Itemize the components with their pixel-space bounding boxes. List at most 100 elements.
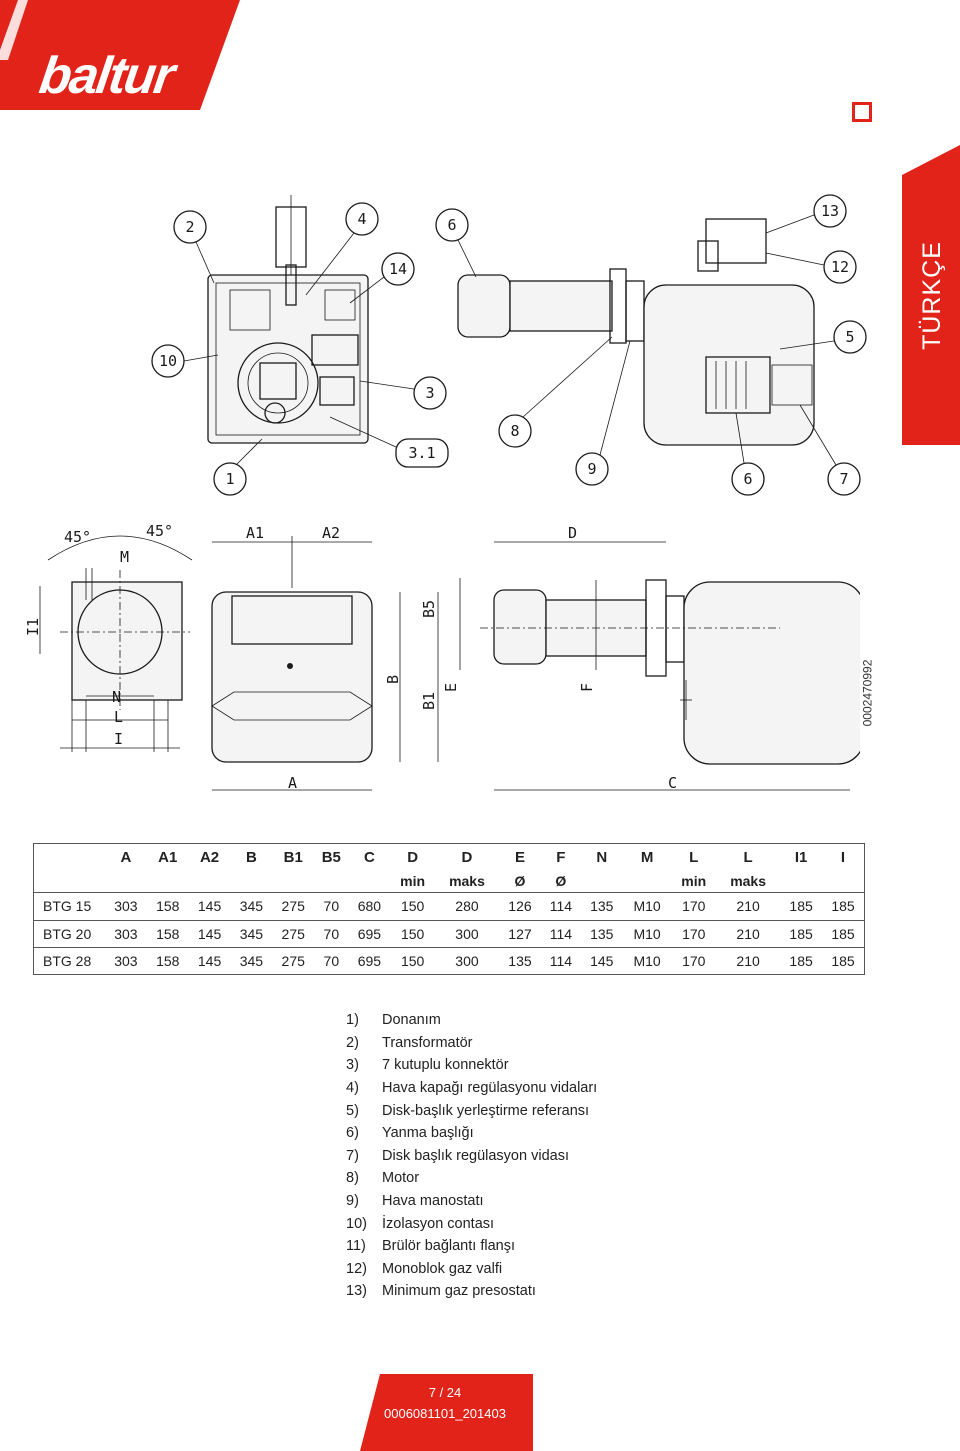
table-cell: 345 (230, 920, 273, 948)
table-header-cell: E (514, 848, 525, 866)
table-cell: 680 (348, 892, 391, 921)
table-cell: 185 (789, 952, 813, 969)
callout-5: 5 (779, 320, 867, 354)
table-cell: 170 (671, 892, 717, 921)
table-header-cell: min (390, 870, 435, 894)
table-header-cell: maks (434, 870, 500, 894)
language-label: TÜRKÇE (917, 240, 946, 350)
table-cell: M10 (622, 920, 672, 948)
svg-text:F: F (578, 683, 596, 692)
table-cell: 145 (197, 952, 222, 969)
table-cell: 126 (499, 892, 541, 921)
dimension-spec-table: A A1 A2 B B1 B5 C D D E F N M L L I1 I (33, 843, 865, 975)
svg-text:3: 3 (425, 384, 434, 402)
table-header-cell: Ø (540, 870, 581, 894)
footer-tab (360, 1374, 533, 1451)
table-header-cell: F (556, 848, 566, 866)
table-cell: 185 (822, 920, 864, 948)
corner-square-mark (852, 102, 872, 122)
table-header-cell: Ø (499, 870, 541, 894)
table-header-cell (105, 870, 147, 894)
table-cell: 275 (281, 952, 305, 969)
burner-component-drawing: 2 4 14 6 10 3 3.1 1 8 9 6 7 13 12 5 (151, 194, 867, 496)
table-cell: 145 (590, 952, 614, 969)
list-item: 3)7 kutuplu konnektör (346, 1057, 509, 1074)
table-header-cell: B1 (283, 848, 303, 866)
table-header-cell: L (743, 848, 753, 866)
svg-text:A2: A2 (322, 524, 340, 542)
table-cell: 70 (314, 920, 349, 948)
table-header-cell: I1 (794, 848, 808, 866)
component-legend: 1)Donanım 2)Transformatör 3)7 kutuplu ko… (346, 1009, 766, 1303)
svg-text:6: 6 (743, 470, 752, 488)
svg-text:8: 8 (510, 422, 519, 440)
language-tab (902, 145, 960, 445)
svg-text:2: 2 (185, 218, 194, 236)
logo-banner (0, 0, 240, 110)
table-header-cell (780, 870, 822, 894)
list-item: 8)Motor (346, 1170, 420, 1187)
table-header-cell: M (640, 848, 654, 866)
table-cell: 185 (822, 892, 864, 921)
table-row: BTG 20 303 158 145 345 275 70 695 150 30… (34, 920, 864, 948)
table-header-cell: B5 (321, 848, 341, 866)
callout-12: 12 (765, 250, 857, 284)
list-item: 6)Yanma başlığı (346, 1125, 474, 1142)
table-header-cell: N (596, 848, 608, 866)
table-cell: 210 (716, 892, 781, 921)
table-cell: 145 (188, 920, 231, 948)
page-number: 7 / 24 (428, 1385, 462, 1400)
table-header-cell: min (671, 870, 717, 894)
table-cell: 275 (272, 920, 315, 948)
table-cell: 695 (357, 952, 382, 969)
list-item: 7)Disk başlık regülasyon vidası (346, 1147, 569, 1164)
callout-1: 1 (213, 438, 263, 496)
table-cell: 303 (105, 892, 147, 921)
table-cell: 303 (114, 952, 138, 969)
list-item: 13)Minimum gaz presostatı (346, 1283, 536, 1300)
table-cell: 114 (549, 952, 573, 969)
side-body-view: E F D C (442, 524, 860, 792)
table-header-cell (314, 870, 349, 894)
svg-text:9: 9 (587, 460, 596, 478)
table-header-cell (34, 870, 105, 894)
table-cell: 345 (230, 892, 273, 921)
table-header-cell (146, 870, 189, 894)
svg-text:3.1: 3.1 (408, 444, 435, 462)
table-cell: 150 (400, 952, 425, 969)
brand-logo: baltur (35, 47, 177, 105)
table-cell: 303 (105, 920, 147, 948)
model-cell: BTG 15 (34, 892, 105, 921)
callout-3: 3 (359, 376, 447, 410)
table-cell: 275 (272, 892, 315, 921)
model-cell: BTG 28 (43, 952, 92, 969)
dimension-drawing: 45° 45° M I1 N L I A1 A2 A B B1 B5 (24, 522, 860, 792)
table-header-cell (230, 870, 273, 894)
svg-text:7: 7 (839, 470, 848, 488)
svg-text:5: 5 (845, 328, 854, 346)
callout-3-1: 3.1 (329, 416, 449, 468)
table-cell: 210 (716, 920, 781, 948)
table-cell: 114 (540, 920, 581, 948)
list-item: 1)Donanım (346, 1012, 441, 1029)
table-cell: 150 (390, 920, 435, 948)
table-cell: 158 (156, 952, 180, 969)
table-header-cell: D (461, 848, 473, 866)
table-cell: M10 (622, 892, 672, 921)
table-header-cell (34, 844, 105, 870)
table-cell: 185 (780, 892, 822, 921)
table-cell: 280 (434, 892, 500, 921)
footer-document-code: 0006081101_201403 (384, 1406, 506, 1421)
table-header-cell: maks (716, 870, 781, 894)
table-cell: 135 (580, 920, 623, 948)
svg-text:E: E (442, 683, 460, 692)
front-view-panel (207, 195, 369, 444)
table-row: BTG 15 303 158 145 345 275 70 680 150 28… (34, 892, 864, 921)
front-body-view: A1 A2 A B B1 B5 (211, 524, 439, 792)
callout-11: 9 (575, 340, 631, 486)
svg-text:B1: B1 (420, 692, 438, 710)
svg-text:I: I (114, 730, 123, 748)
callout-10: 8 (498, 336, 613, 448)
svg-text:D: D (568, 524, 577, 542)
table-header-cell (580, 870, 623, 894)
